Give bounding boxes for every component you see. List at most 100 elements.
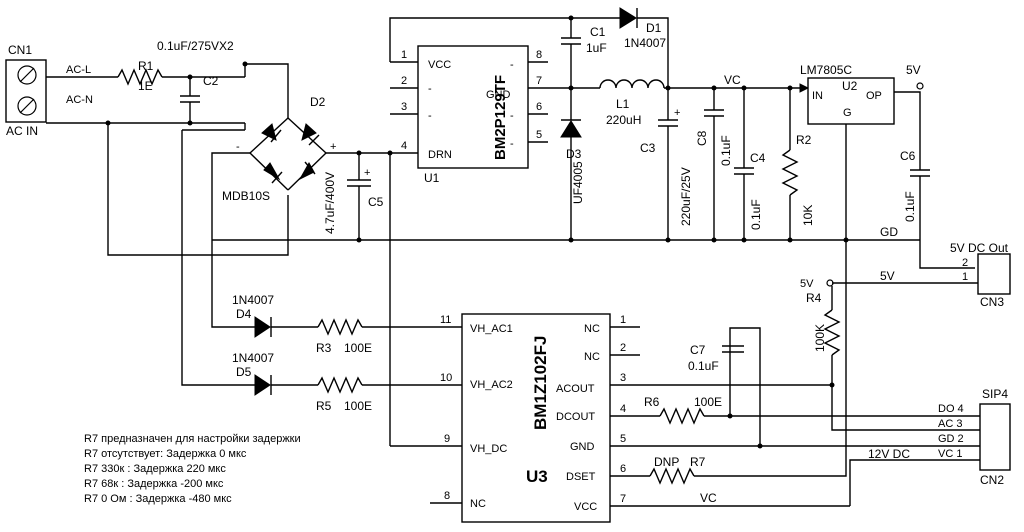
u3-chip (461, 313, 611, 523)
u1-pin1: 1 (401, 49, 407, 61)
r3-ref: R3 (316, 341, 332, 355)
r6-resistor (659, 407, 705, 425)
u1-pin2: 2 (401, 75, 407, 87)
u2-ref: U2 (842, 79, 858, 93)
c3-ref: C3 (640, 141, 656, 155)
v5-net-label: 5V (906, 63, 921, 77)
note-line-4: R7 68к : Задержка -200 мкс (84, 478, 224, 490)
u3-pin1: 1 (620, 314, 626, 326)
u3-dcout: DCOUT (556, 411, 595, 423)
d5-ref: D5 (236, 365, 252, 379)
cn1-label: AC IN (6, 124, 38, 138)
u1-dash-6: - (510, 110, 514, 122)
u2-g: G (843, 107, 852, 119)
u3-pin2: 2 (620, 342, 626, 354)
bridge-minus: - (236, 141, 240, 153)
bridge-plus: + (330, 141, 336, 153)
vc-net-label: VC (724, 73, 741, 87)
note-line-5: R7 0 Ом : Задержка -480 мкс (84, 493, 232, 505)
u1-pin5: 5 (536, 129, 542, 141)
c5-value: 4.7uF/400V (323, 172, 337, 234)
cn3-title: 5V DC Out (950, 241, 1009, 255)
d3-value: UF4005 (571, 161, 585, 204)
u2-regulator (807, 77, 895, 125)
u1-pin8: 8 (536, 49, 542, 61)
r3-value: 100E (344, 341, 372, 355)
r7-value: DNP (654, 455, 679, 469)
r1-value: 1E (138, 79, 153, 93)
d2-bridge-rectifier (249, 117, 327, 191)
u3-pin11: 11 (440, 314, 451, 326)
u3-acout: ACOUT (556, 383, 595, 395)
ac-l-label: AC-L (66, 64, 91, 76)
u2-in: IN (812, 90, 823, 102)
u3-vh-ac2: VH_AC2 (470, 379, 513, 391)
u3-pin4: 4 (620, 403, 626, 415)
u3-ref: U3 (526, 467, 548, 486)
u1-gnd: GND (486, 89, 511, 101)
c6-value: 0.1uF (903, 191, 917, 222)
c7-value: 0.1uF (688, 359, 719, 373)
v5-r4-label: 5V (800, 278, 814, 290)
u1-part: BM2P129TF (492, 75, 509, 160)
u1-dash-2: - (428, 83, 432, 95)
u1-pin3: 3 (401, 101, 407, 113)
cn3-connector (977, 253, 1011, 295)
r6-value: 100E (694, 395, 722, 409)
d1-value: 1N4007 (624, 36, 666, 50)
r7-resistor (649, 467, 695, 485)
cn2-title: SIP4 (982, 387, 1008, 401)
v5-out-label: 5V (880, 269, 895, 283)
u1-ref: U1 (424, 171, 440, 185)
c8-value: 0.1uF (719, 135, 733, 166)
d2-ref: D2 (310, 95, 326, 109)
u3-part: BM1Z102FJ (531, 336, 550, 430)
ac-n-label: AC-N (66, 94, 93, 106)
u1-pin6: 6 (536, 101, 542, 113)
d4-value: 1N4007 (232, 293, 274, 307)
d2-part: MDB10S (222, 189, 270, 203)
cn2-ac: AC 3 (938, 418, 962, 430)
u3-pin6: 6 (620, 463, 626, 475)
r2-ref: R2 (796, 133, 812, 147)
cn2-do: DO 4 (938, 403, 964, 415)
u1-dash-3: - (428, 110, 432, 122)
c4-ref: C4 (750, 151, 766, 165)
note-line-2: R7 отсутствует: Задержка 0 мкс (84, 448, 247, 460)
u3-nc-8: NC (470, 498, 486, 510)
u3-dset: DSET (566, 471, 596, 483)
v12-label: 12V DC (868, 447, 910, 461)
r6-ref: R6 (644, 395, 660, 409)
cn3-pin2: 2 (962, 257, 968, 269)
r4-value: 100K (813, 324, 827, 352)
u3-pin10: 10 (440, 372, 452, 384)
u2-part: LM7805C (800, 63, 852, 77)
c1-value: 1uF (586, 41, 607, 55)
u3-nc-1: NC (584, 323, 600, 335)
c1-ref: C1 (590, 25, 606, 39)
r5-resistor (317, 376, 363, 394)
c3-value: 220uF/25V (679, 167, 693, 226)
note-line-1: R7 предназначен для настройки задержки (84, 433, 301, 445)
u3-vh-ac1: VH_AC1 (470, 323, 513, 335)
d3-ref: D3 (566, 147, 582, 161)
r4-ref: R4 (806, 291, 822, 305)
l1-ref: L1 (616, 97, 630, 111)
vc-u3-label: VC (700, 491, 717, 505)
r5-value: 100E (344, 399, 372, 413)
r4-resistor (823, 309, 841, 356)
note-line-3: R7 330к : Задержка 220 мкс (84, 463, 226, 475)
c7-ref: C7 (690, 343, 706, 357)
u3-vh-dc: VH_DC (470, 443, 507, 455)
u1-vcc: VCC (428, 59, 451, 71)
c3-plus: + (674, 107, 680, 119)
u1-chip (417, 45, 529, 169)
u3-vcc: VCC (574, 501, 597, 513)
u1-pin7: 7 (536, 75, 542, 87)
c6-ref: C6 (900, 149, 916, 163)
u3-pin7: 7 (620, 493, 626, 505)
cn2-ref: CN2 (980, 473, 1004, 487)
r2-resistor (781, 149, 799, 196)
c2-value: 0.1uF/275VX2 (157, 39, 234, 53)
